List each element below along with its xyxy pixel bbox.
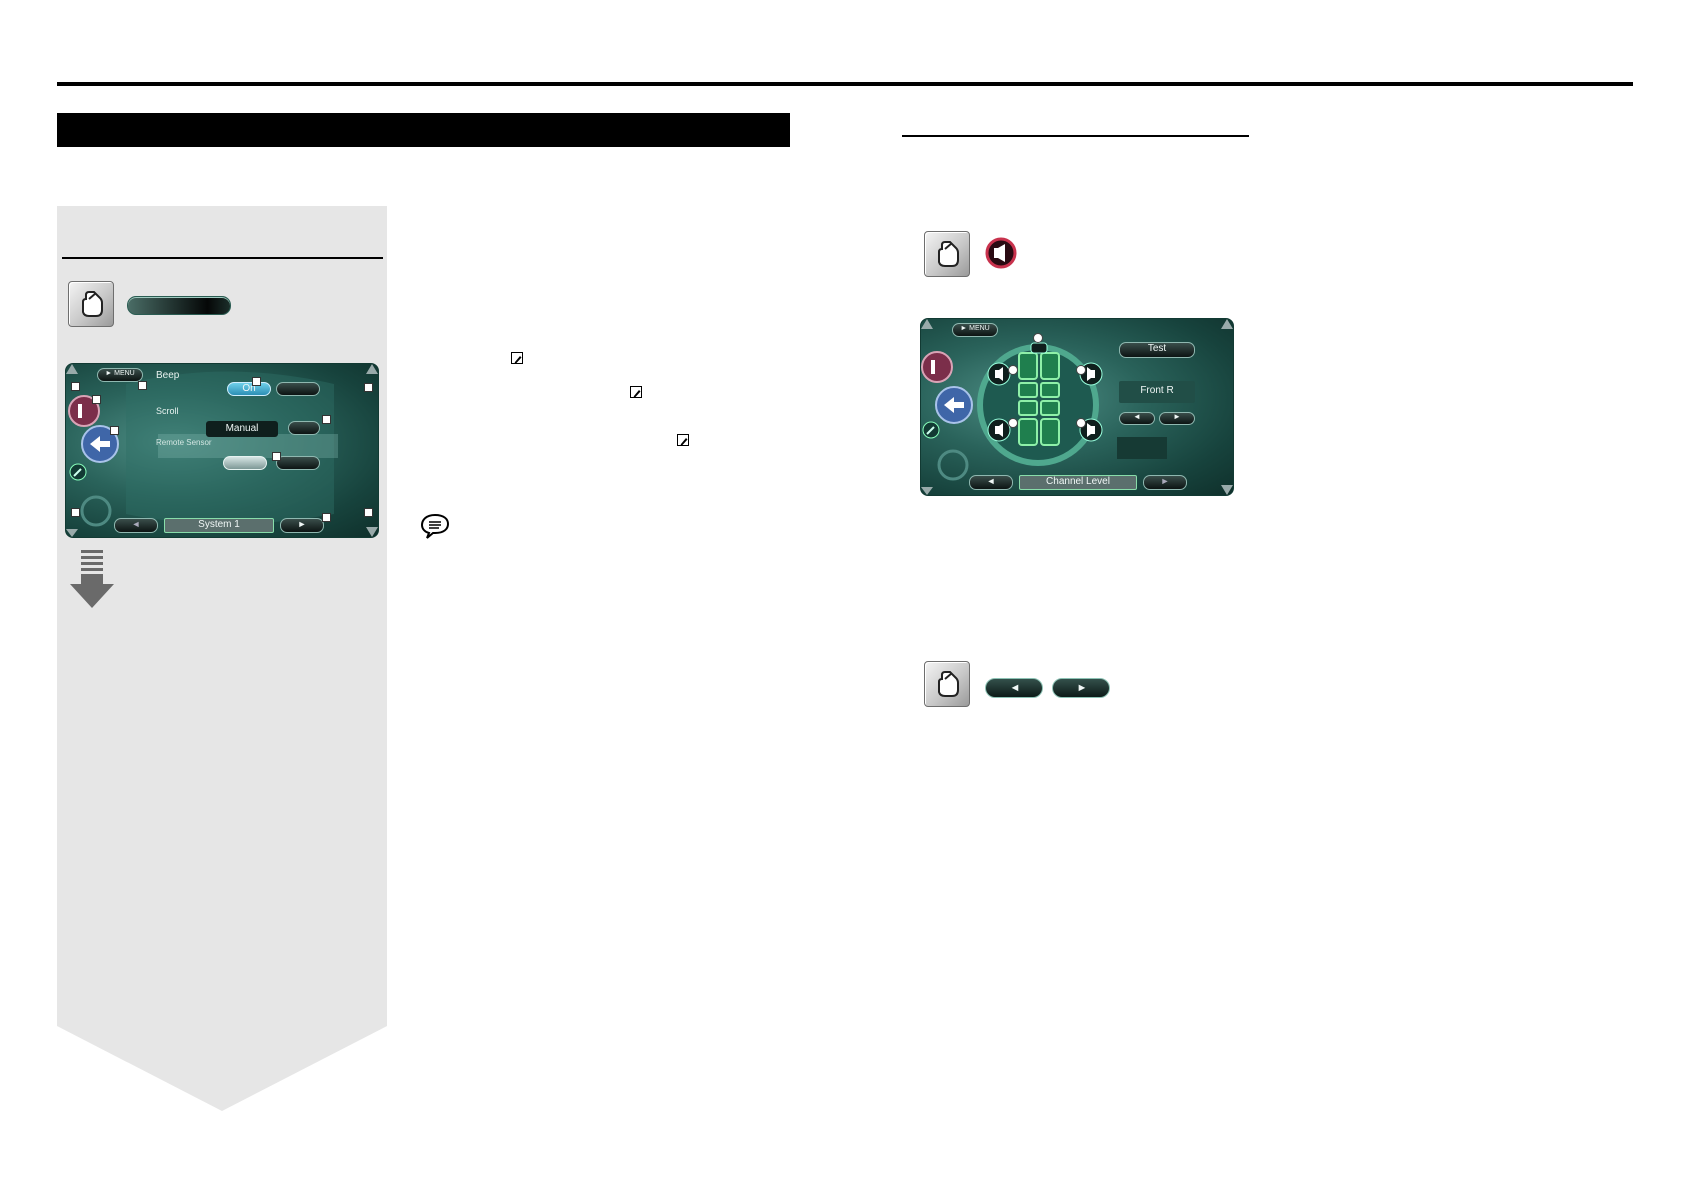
- screen-title: Channel Level: [1046, 476, 1110, 487]
- callout-marker: [272, 452, 281, 461]
- callout-dot: [1076, 365, 1086, 375]
- touch-hand-icon: [68, 281, 114, 327]
- level-up-button[interactable]: [1159, 412, 1195, 425]
- procedure-rule: [62, 257, 383, 259]
- screen-title: System 1: [198, 519, 240, 530]
- menu-button[interactable]: [97, 368, 143, 382]
- section-title-bar: [57, 113, 790, 147]
- right-arrow-button[interactable]: ►: [1052, 678, 1110, 698]
- callout-dot: [1008, 418, 1018, 428]
- callout-marker: [71, 382, 80, 391]
- left-arrow-button[interactable]: ◄: [985, 678, 1043, 698]
- prev-screen-symbol: ◄: [986, 476, 996, 486]
- pencil-icon: [630, 386, 642, 398]
- scroll-toggle-button[interactable]: [288, 421, 320, 435]
- channel-name: Front R: [1140, 385, 1174, 396]
- callout-dot: [1033, 333, 1043, 343]
- menu-label: ► MENU: [105, 370, 135, 377]
- prev-screen-symbol: ◄: [131, 519, 141, 529]
- system-key-button[interactable]: [127, 296, 231, 315]
- menu-button[interactable]: [952, 323, 998, 337]
- scroll-manual-label: Manual: [225, 423, 259, 434]
- callout-marker: [252, 377, 261, 386]
- left-arrow-icon: ◄: [1009, 682, 1021, 694]
- touch-hand-icon: [924, 661, 970, 707]
- test-label: Test: [1147, 343, 1167, 354]
- callout-marker: [138, 381, 147, 390]
- level-up-symbol: ►: [1173, 412, 1181, 421]
- remote-sensor-label: Remote Sensor: [156, 438, 212, 447]
- remote-sensor-off-button[interactable]: [276, 456, 320, 470]
- touch-hand-icon: [924, 231, 970, 277]
- callout-marker: [71, 508, 80, 517]
- next-screen-symbol: ►: [1160, 476, 1170, 486]
- pencil-icon: [677, 434, 689, 446]
- scroll-label: Scroll: [156, 406, 179, 416]
- callout-dot: [1008, 365, 1018, 375]
- next-screen-button[interactable]: [1143, 475, 1187, 490]
- scroll-manual-field[interactable]: [206, 421, 278, 437]
- callout-marker: [364, 383, 373, 392]
- subsection-rule: [902, 135, 1249, 137]
- beep-on-label: On: [242, 383, 256, 394]
- pencil-icon: [511, 352, 523, 364]
- callout-marker: [92, 395, 101, 404]
- callout-marker: [364, 508, 373, 517]
- right-arrow-icon: ►: [1076, 682, 1088, 694]
- channel-level-screen-capture: ► MENU Test Front R ◄ ► ◄ Channel Level …: [920, 318, 1234, 496]
- level-down-symbol: ◄: [1133, 412, 1141, 421]
- beep-off-button[interactable]: [276, 382, 320, 396]
- callout-marker: [322, 415, 331, 424]
- prev-screen-button[interactable]: [114, 518, 158, 533]
- system-screen-capture: ► MENU Beep On Scroll Manual Remote Sens…: [65, 363, 379, 538]
- procedure-panel: [57, 206, 387, 1111]
- beep-label: Beep: [156, 370, 180, 381]
- callout-dot: [1076, 418, 1086, 428]
- down-arrow-icon: [70, 550, 114, 608]
- menu-label: ► MENU: [960, 325, 990, 332]
- remote-sensor-on-button[interactable]: [223, 456, 267, 470]
- level-down-button[interactable]: [1119, 412, 1155, 425]
- next-screen-symbol: ►: [297, 519, 307, 529]
- prev-screen-button[interactable]: [969, 475, 1013, 490]
- note-icon: [420, 512, 450, 540]
- channel-name-field: [1119, 381, 1195, 403]
- callout-marker: [322, 513, 331, 522]
- callout-marker: [110, 426, 119, 435]
- speaker-setup-icon[interactable]: [985, 237, 1017, 269]
- test-button[interactable]: [1119, 342, 1195, 358]
- screen-title-field: [164, 518, 274, 533]
- next-screen-button[interactable]: [280, 518, 324, 533]
- top-rule: [57, 82, 1633, 86]
- screen-title-field: [1019, 475, 1137, 490]
